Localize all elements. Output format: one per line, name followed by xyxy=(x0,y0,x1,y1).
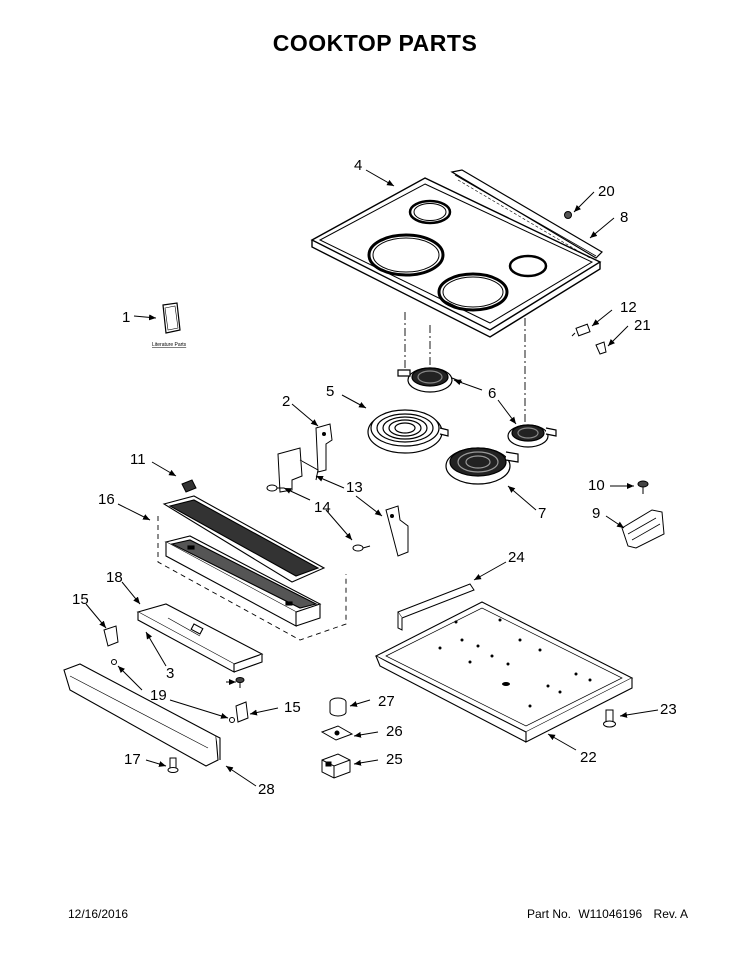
callout-6: 6 xyxy=(488,385,496,402)
shield[interactable] xyxy=(397,583,475,631)
callout-1: 1 xyxy=(122,309,130,326)
callout-5: 5 xyxy=(326,383,334,400)
glass-cooktop[interactable] xyxy=(310,177,602,338)
callout-4: 4 xyxy=(354,157,362,174)
callout-3: 3 xyxy=(166,665,174,682)
control-panel-assembly[interactable] xyxy=(162,495,326,627)
control-housing[interactable] xyxy=(136,603,264,673)
cooktop-pan[interactable] xyxy=(374,601,634,743)
clip[interactable] xyxy=(595,341,607,355)
page-title: COOKTOP PARTS xyxy=(272,30,478,56)
knob-cap[interactable] xyxy=(181,479,197,493)
callout-2: 2 xyxy=(282,393,290,410)
screw-17[interactable] xyxy=(167,757,179,773)
callout-25: 25 xyxy=(386,751,403,768)
nut[interactable] xyxy=(564,211,572,219)
screw-14b[interactable] xyxy=(352,544,371,552)
callout-leaders xyxy=(85,169,659,787)
knob[interactable] xyxy=(329,697,347,717)
bracket-26[interactable] xyxy=(320,725,354,741)
screw-3[interactable] xyxy=(235,677,245,689)
terminal-block[interactable] xyxy=(571,323,591,337)
callout-22: 22 xyxy=(580,749,597,766)
literature-parts[interactable] xyxy=(162,302,181,334)
clip-15a[interactable] xyxy=(103,625,119,647)
screw-10[interactable] xyxy=(637,480,649,494)
footer-part-number: Part No. W11046196 Rev. A xyxy=(527,907,688,921)
small-radiant-element-2[interactable] xyxy=(507,424,557,448)
front-trim[interactable] xyxy=(63,663,221,767)
callout-12: 12 xyxy=(620,299,637,316)
control-panel-dashed-outline xyxy=(157,516,347,641)
screw-19b[interactable] xyxy=(229,717,235,723)
bracket-13b[interactable] xyxy=(385,505,409,557)
callout-11: 11 xyxy=(130,451,146,468)
callout-24: 24 xyxy=(508,549,525,566)
callout-7: 7 xyxy=(538,505,546,522)
callout-21: 21 xyxy=(634,317,651,334)
rear-trim[interactable] xyxy=(450,169,603,259)
switch[interactable] xyxy=(321,753,351,779)
callout-23: 23 xyxy=(660,701,677,718)
alignment-lines xyxy=(404,312,526,428)
bracket-13a[interactable] xyxy=(277,447,319,493)
screw-19a[interactable] xyxy=(111,659,117,665)
callout-18: 18 xyxy=(106,569,123,586)
literature-label: Literature Parts xyxy=(152,342,187,348)
part-number: W11046196 xyxy=(578,907,643,921)
callout-15: 15 xyxy=(72,591,89,608)
callout-27: 27 xyxy=(378,693,395,710)
callout-9: 9 xyxy=(592,505,600,522)
dual-radiant-element[interactable] xyxy=(445,447,519,485)
callout-17: 17 xyxy=(124,751,141,768)
callout-15b: 15 xyxy=(284,699,301,716)
clip-15b[interactable] xyxy=(235,701,249,723)
callout-26: 26 xyxy=(386,723,403,740)
callout-10: 10 xyxy=(588,477,605,494)
footer-date: 12/16/2016 xyxy=(68,907,129,921)
callout-13: 13 xyxy=(346,479,363,496)
revision: Rev. A xyxy=(653,907,688,921)
part-label: Part No. xyxy=(527,907,572,921)
large-radiant-element[interactable] xyxy=(367,409,449,454)
screw-23[interactable] xyxy=(603,709,616,728)
bracket-9[interactable] xyxy=(621,509,665,549)
callout-28: 28 xyxy=(258,781,275,798)
bracket[interactable] xyxy=(315,423,333,473)
small-radiant-element[interactable] xyxy=(397,367,463,393)
callout-19: 19 xyxy=(150,687,167,704)
cooktop-pan-holes xyxy=(438,618,592,708)
callout-8: 8 xyxy=(620,209,628,226)
callout-20: 20 xyxy=(598,183,615,200)
callout-14: 14 xyxy=(314,499,331,516)
screw-14a[interactable] xyxy=(266,484,284,492)
callout-16: 16 xyxy=(98,491,115,508)
